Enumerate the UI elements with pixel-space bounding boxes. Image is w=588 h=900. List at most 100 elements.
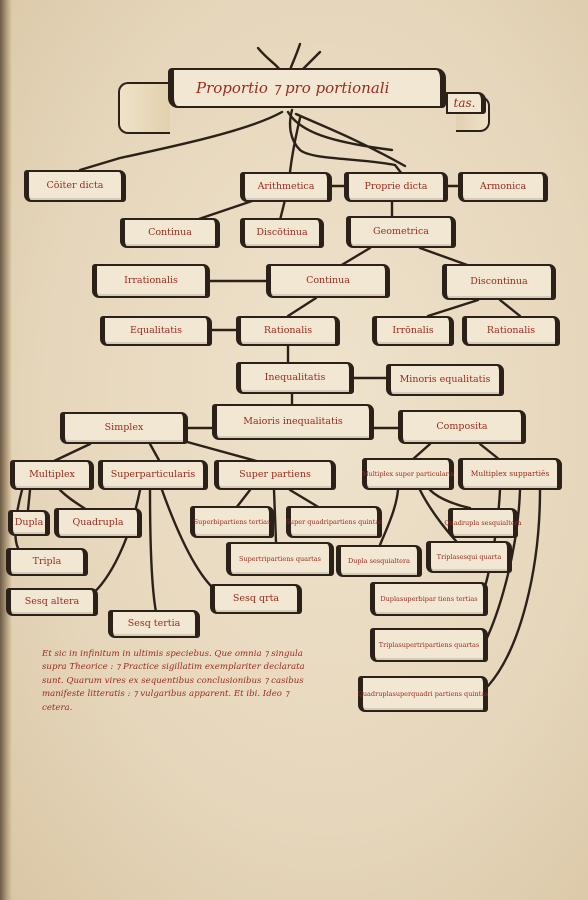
mult-to-dupla bbox=[26, 488, 32, 512]
title-banner: Proportio ⁊ pro portionali bbox=[168, 68, 446, 108]
node-label: Rationalis bbox=[486, 325, 536, 337]
root-strands bbox=[286, 110, 407, 168]
geo-to-discontinua2 bbox=[418, 246, 472, 268]
book-gutter bbox=[0, 0, 12, 900]
node-label: Superbipartiens tertias bbox=[193, 517, 271, 526]
node-label: Triplasesqui quarta bbox=[436, 552, 502, 561]
node-superquadripartiens: Super quadripartiens quintas bbox=[285, 506, 383, 538]
node-label: Multiplex bbox=[29, 469, 75, 481]
disc2-to-irr bbox=[426, 298, 480, 318]
node-label: Maioris inequalitatis bbox=[243, 416, 343, 428]
node-label: Tripla bbox=[32, 556, 62, 568]
node-label: Discōtinua bbox=[256, 227, 308, 239]
node-sesq-tertia: Sesq tertia bbox=[108, 610, 200, 638]
footnote-text: Et sic in infinitum in ultimis speciebus… bbox=[42, 649, 305, 713]
node-label: Multiplex super particularis bbox=[361, 469, 455, 478]
banner-left-roll bbox=[118, 82, 170, 134]
node-label: Equalitatis bbox=[129, 325, 183, 337]
node-label: Dupla bbox=[14, 517, 44, 529]
node-minoris-inequalitatis: Minoris equalitatis bbox=[386, 364, 504, 396]
root-stem bbox=[288, 108, 404, 176]
mulsp-to-tripla bbox=[418, 488, 458, 543]
simplex-to-superpart bbox=[148, 442, 162, 464]
node-label: Composita bbox=[436, 421, 488, 433]
node-supertripartiens: Supertripartiens quartas bbox=[226, 542, 334, 576]
multspart-branch-3 bbox=[486, 488, 542, 688]
node-continua-geometric: Continua bbox=[266, 264, 390, 298]
node-rationalis: Rationalis bbox=[236, 316, 340, 346]
node-label: Cōiter dicta bbox=[46, 180, 104, 192]
node-maioris-inequalitatis: Maioris inequalitatis bbox=[212, 404, 374, 440]
node-armonica: Armonica bbox=[458, 172, 548, 202]
root-left bbox=[78, 110, 284, 172]
node-label: Discontinua bbox=[470, 276, 528, 288]
node-label: Minoris equalitatis bbox=[399, 374, 491, 386]
node-label: Geometrica bbox=[373, 226, 429, 238]
node-rationalis-disc: Rationalis bbox=[462, 316, 560, 346]
node-multiplex-superpartiens: Multiplex suppartiēs bbox=[458, 458, 562, 490]
node-label: Continua bbox=[306, 275, 350, 287]
node-label: Irrationalis bbox=[124, 275, 178, 287]
simplex-to-superpartiens bbox=[178, 438, 262, 464]
node-composita: Composita bbox=[398, 410, 526, 444]
node-coiter-dicta: Cōiter dicta bbox=[24, 170, 126, 202]
node-superbipartiens: Superbipartiens tertias bbox=[190, 506, 274, 538]
node-dupla-sesquialtera: Dupla sesquialtera bbox=[336, 545, 422, 577]
node-label: Triplasupertripartiens quartas bbox=[378, 640, 480, 649]
node-label: Inequalitatis bbox=[264, 372, 326, 384]
node-continua: Continua bbox=[120, 218, 220, 248]
node-triplasupertripartiens: Triplasupertripartiens quartas bbox=[370, 628, 488, 662]
node-multiplex-superparticularis: Multiplex super particularis bbox=[362, 458, 454, 490]
node-label: Continua bbox=[148, 227, 192, 239]
node-geometrica: Geometrica bbox=[346, 216, 456, 248]
node-duplasuperbipartiens: Duplasuperbipar tiens tertias bbox=[370, 582, 488, 616]
node-label: Super quadripartiens quintas bbox=[285, 517, 383, 526]
node-superpartiens: Super partiens bbox=[214, 460, 336, 490]
simplex-to-multiplex bbox=[50, 442, 92, 464]
banner-top-flourish bbox=[256, 42, 322, 72]
node-label: Quadrupla bbox=[72, 517, 124, 529]
superpart-to-sesqtertia bbox=[148, 488, 158, 614]
node-discontinua: Discōtinua bbox=[240, 218, 324, 248]
title-tail: tas. bbox=[446, 92, 486, 114]
node-quadruplasuperquadri: Quadruplasuperquadri partiens quintas bbox=[358, 676, 488, 712]
sp-to-bi bbox=[234, 488, 252, 510]
node-label: Arithmetica bbox=[257, 181, 315, 193]
continua2-to-rationalis bbox=[286, 296, 318, 318]
root-mid bbox=[288, 116, 302, 174]
node-label: Sesq tertia bbox=[127, 618, 181, 630]
node-discontinua-geometric: Discontinua bbox=[442, 264, 556, 300]
node-label: Proprie dicta bbox=[364, 181, 428, 193]
node-label: Superparticularis bbox=[110, 469, 196, 481]
multspart-branch-1 bbox=[482, 488, 502, 592]
node-label: Sesq qrta bbox=[232, 593, 280, 605]
node-inequalitatis: Inequalitatis bbox=[236, 362, 354, 394]
node-label: Quadruplasuperquadri partiens quintas bbox=[357, 689, 489, 698]
node-multiplex: Multiplex bbox=[10, 460, 94, 490]
node-label: Rationalis bbox=[263, 325, 313, 337]
node-sesq-quarta: Sesq qrta bbox=[210, 584, 302, 614]
geo-to-continua2 bbox=[338, 246, 372, 268]
node-tripla: Tripla bbox=[6, 548, 88, 576]
composita-to-multsp bbox=[410, 442, 432, 462]
mulsp-to-quadsesq bbox=[428, 488, 472, 510]
title-text: Proportio ⁊ pro portionali bbox=[196, 79, 390, 97]
node-label: Supertripartiens quartas bbox=[239, 554, 321, 563]
node-label: Armonica bbox=[479, 181, 527, 193]
node-label: Sesq altera bbox=[24, 596, 80, 608]
node-label: Multiplex suppartiēs bbox=[470, 469, 550, 479]
node-label: Simplex bbox=[104, 422, 144, 434]
node-superparticularis: Superparticularis bbox=[98, 460, 208, 490]
sp-to-quadri bbox=[288, 488, 322, 510]
disc2-to-rat bbox=[498, 298, 522, 318]
node-irronalis: Irrōnalis bbox=[372, 316, 454, 346]
node-label: Dupla sesquialtera bbox=[348, 556, 410, 565]
node-simplex: Simplex bbox=[60, 412, 188, 444]
node-sesqualtera: Sesq altera bbox=[6, 588, 98, 616]
node-label: Super partiens bbox=[239, 469, 311, 481]
node-quadrupla: Quadrupla bbox=[54, 508, 142, 538]
node-label: Irrōnalis bbox=[392, 325, 434, 337]
sp-to-tri bbox=[272, 488, 278, 544]
